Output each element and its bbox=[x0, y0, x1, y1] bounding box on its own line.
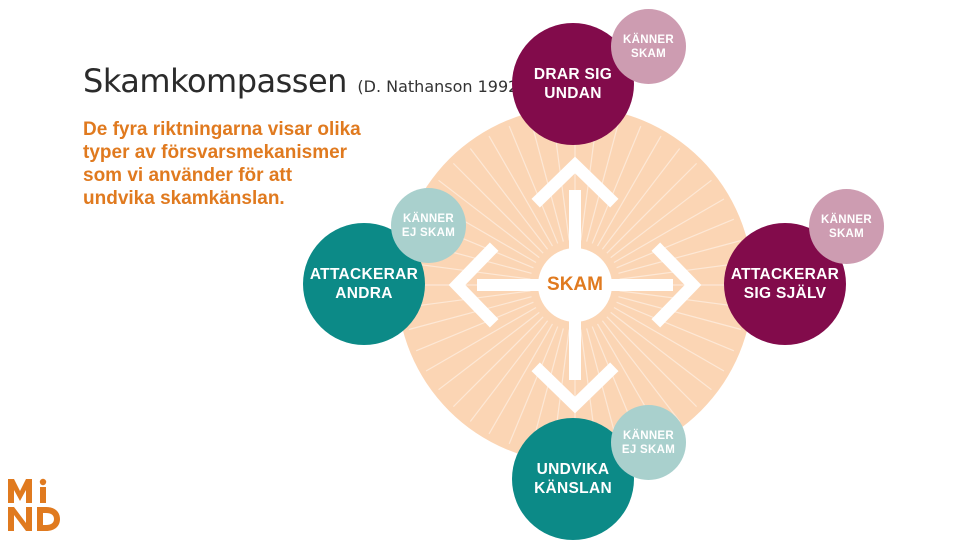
compass-ray bbox=[488, 135, 554, 247]
node-label-line: SIG SJÄLV bbox=[743, 285, 827, 302]
arrow-head-up bbox=[531, 156, 619, 208]
compass-ray bbox=[508, 125, 559, 244]
compass-ray bbox=[610, 179, 712, 259]
compass-ray bbox=[618, 239, 742, 274]
node-label-line: KÄNSLAN bbox=[534, 480, 612, 497]
badge-label-line: EJ SKAM bbox=[621, 443, 676, 456]
node-label-line: ATTACKERAR bbox=[309, 266, 419, 283]
arrow-head-left bbox=[448, 242, 499, 328]
compass-ray bbox=[452, 316, 544, 408]
subtitle-line: typer av försvarsmekanismer bbox=[83, 142, 348, 163]
node-label-line: UNDAN bbox=[544, 85, 602, 102]
compass-ray bbox=[606, 316, 698, 408]
compass-ray bbox=[469, 320, 549, 422]
compass-ray bbox=[415, 301, 534, 352]
mind-logo-icon bbox=[8, 478, 60, 531]
compass-ray bbox=[616, 301, 735, 352]
compass-ray bbox=[586, 118, 621, 242]
badge-kanner-skam-right: KÄNNER SKAM bbox=[809, 189, 884, 264]
badge-label-line: SKAM bbox=[828, 227, 865, 240]
compass-ray bbox=[425, 306, 537, 372]
compass-ray bbox=[408, 296, 532, 331]
badge-kanner-ej-skam-bottom: KÄNNER EJ SKAM bbox=[611, 405, 686, 480]
arrow-head-right bbox=[651, 242, 702, 328]
compass-ray bbox=[613, 306, 725, 372]
node-label-line: DRAR SIG bbox=[533, 66, 613, 83]
center-label: SKAM bbox=[547, 274, 603, 295]
page-title: Skamkompassen (D. Nathanson 1992) bbox=[83, 62, 525, 100]
badge-label-line: KÄNNER bbox=[403, 212, 454, 225]
badge-label-line: KÄNNER bbox=[623, 33, 674, 46]
compass-ray bbox=[618, 296, 742, 331]
compass-ray bbox=[596, 135, 662, 247]
badge-label-line: KÄNNER bbox=[623, 429, 674, 442]
subtitle-line: som vi använder för att bbox=[83, 165, 293, 186]
node-label-line: ANDRA bbox=[335, 285, 393, 302]
compass-ray bbox=[613, 198, 725, 264]
title-main: Skamkompassen bbox=[83, 62, 347, 100]
badge-kanner-ej-skam-left: KÄNNER EJ SKAM bbox=[391, 188, 466, 263]
compass-ray bbox=[438, 311, 540, 391]
center-node-skam: SKAM bbox=[538, 248, 612, 322]
node-label-line: UNDVIKA bbox=[536, 461, 610, 478]
node-drar-sig-undan: DRAR SIG UNDAN bbox=[512, 23, 634, 145]
compass-ray bbox=[601, 320, 681, 422]
compass-ray bbox=[601, 148, 681, 250]
compass-ray bbox=[469, 148, 549, 250]
compass-ray bbox=[610, 311, 712, 391]
subtitle-line: De fyra riktningarna visar olika bbox=[83, 119, 361, 140]
title-citation: (D. Nathanson 1992) bbox=[357, 77, 525, 96]
compass-ray bbox=[438, 179, 540, 259]
subtitle-line: undvika skamkänslan. bbox=[83, 188, 285, 209]
compass-ray bbox=[452, 162, 544, 254]
compass-ray bbox=[591, 125, 642, 244]
arrow-head-down bbox=[531, 362, 619, 414]
subtitle: De fyra riktningarna visar olika typer a… bbox=[83, 118, 373, 210]
compass-ray bbox=[529, 118, 564, 242]
badge-kanner-skam-top: KÄNNER SKAM bbox=[611, 9, 686, 84]
node-undvika-kanslan: UNDVIKA KÄNSLAN bbox=[512, 418, 634, 540]
compass-ray bbox=[616, 218, 735, 269]
compass-ray bbox=[606, 162, 698, 254]
node-label-line: ATTACKERAR bbox=[730, 266, 840, 283]
badge-label-line: SKAM bbox=[630, 47, 667, 60]
badge-label-line: KÄNNER bbox=[821, 213, 872, 226]
compass-ray bbox=[488, 323, 554, 435]
badge-label-line: EJ SKAM bbox=[401, 226, 456, 239]
compass-ray bbox=[508, 326, 559, 445]
